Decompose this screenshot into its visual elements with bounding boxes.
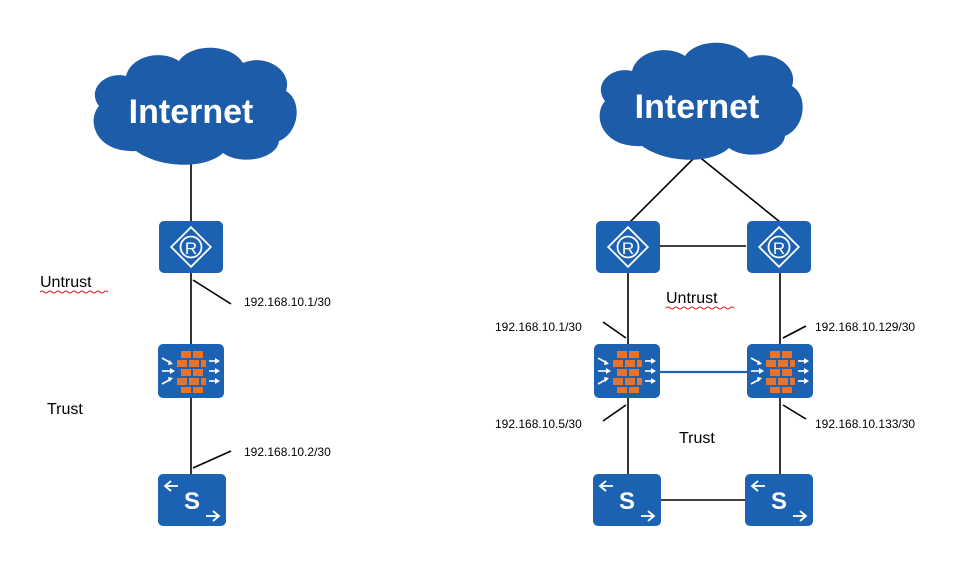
ip-leader-line	[602, 321, 627, 339]
router-glyph: R	[185, 239, 197, 258]
right-topology: Internet R R S S Untrust Trust 192.	[495, 42, 915, 527]
cloud-label: Internet	[129, 93, 254, 131]
ip-label: 192.168.10.133/30	[815, 417, 915, 431]
firewall-icon	[157, 343, 225, 399]
switch-glyph: S	[771, 488, 787, 515]
ip-label: 192.168.10.5/30	[495, 417, 582, 431]
left-topology: Internet R S Untrust Trust 192.168.10.1/…	[39, 47, 331, 527]
zone-untrust-label: Untrust	[40, 274, 92, 291]
ip-label: 192.168.10.1/30	[495, 320, 582, 334]
ip-leader-line	[192, 279, 232, 305]
ip-leader-line	[782, 325, 807, 339]
zone-untrust-label: Untrust	[666, 290, 718, 307]
ip-leader-line	[782, 404, 807, 420]
link-internet-router-right	[696, 154, 781, 223]
router-glyph: R	[773, 239, 785, 258]
switch-glyph: S	[184, 488, 200, 515]
ip-leader-line	[602, 404, 627, 422]
switch-glyph: S	[619, 488, 635, 515]
router-glyph: R	[622, 239, 634, 258]
ip-label: 192.168.10.2/30	[244, 445, 331, 459]
zone-trust-label: Trust	[679, 430, 715, 447]
firewall-icon	[746, 343, 814, 399]
spellcheck-underline	[39, 290, 109, 294]
cloud-label: Internet	[635, 88, 760, 126]
zone-trust-label: Trust	[47, 401, 83, 418]
link-internet-router-left	[629, 154, 698, 223]
ip-label: 192.168.10.1/30	[244, 295, 331, 309]
ip-label: 192.168.10.129/30	[815, 320, 915, 334]
ip-leader-line	[192, 450, 232, 469]
firewall-icon	[593, 343, 661, 399]
spellcheck-underline	[665, 306, 735, 310]
